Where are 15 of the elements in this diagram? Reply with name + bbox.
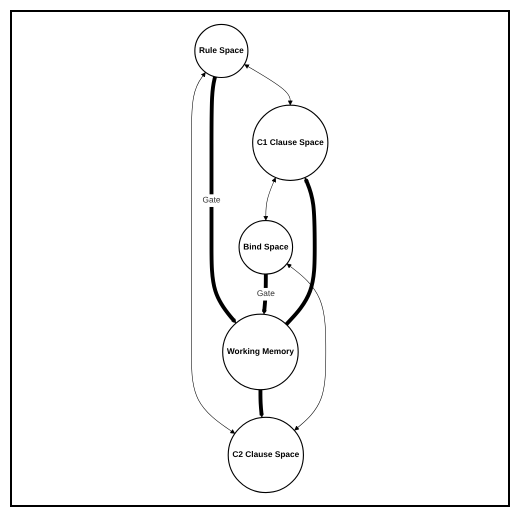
arrow xyxy=(258,390,264,418)
arrow xyxy=(262,274,268,315)
edge-label: Gate xyxy=(257,288,276,298)
node-circle: C2 Clause Space xyxy=(228,416,304,494)
edge-label: Gate xyxy=(202,195,221,205)
node-circle: Rule Space xyxy=(194,24,249,78)
arrow xyxy=(264,177,276,221)
arrow xyxy=(192,72,236,434)
arrow xyxy=(287,264,326,431)
node-circle: Working Memory xyxy=(222,314,300,390)
node-circle: C1 Clause Space xyxy=(252,104,329,181)
arrow xyxy=(244,64,294,106)
arrow xyxy=(285,177,317,326)
node-circle: Bind Space xyxy=(238,220,294,275)
arrow xyxy=(210,76,237,324)
